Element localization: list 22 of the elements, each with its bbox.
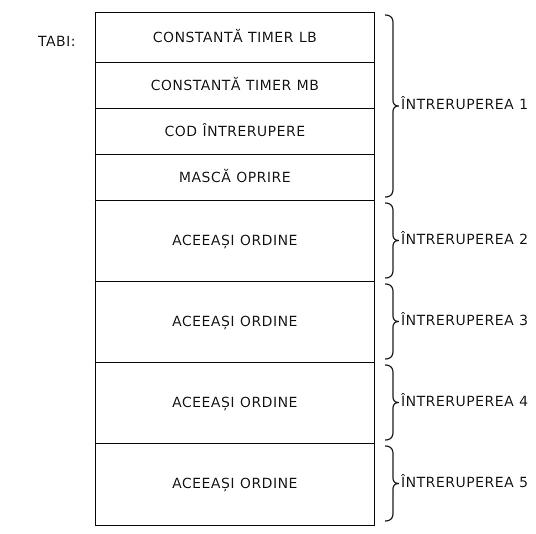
- table-label: TABI:: [38, 34, 76, 50]
- group-label: ÎNTRERUPEREA 4: [401, 394, 528, 410]
- group-label: ÎNTRERUPEREA 5: [401, 474, 528, 490]
- table-row: [95, 108, 375, 156]
- row-text: COD ÎNTRERUPERE: [164, 124, 306, 140]
- row-text: CONSTANTĂ TIMER LB: [152, 30, 318, 46]
- table-row: [95, 443, 375, 526]
- table-row: [95, 154, 375, 202]
- row-text: ACEEAȘI ORDINE: [172, 314, 298, 330]
- table-row: [95, 362, 375, 444]
- table-row: [95, 281, 375, 364]
- group-label: ÎNTRERUPEREA 1: [401, 97, 528, 113]
- row-text: CONSTANTĂ TIMER MB: [150, 78, 320, 94]
- group-label: ÎNTRERUPEREA 2: [401, 232, 528, 248]
- row-text: ACEEAȘI ORDINE: [172, 233, 298, 250]
- table-row: [95, 12, 375, 64]
- group-label: ÎNTRERUPEREA 3: [401, 312, 528, 328]
- table-row: [95, 200, 375, 282]
- row-text: ACEEAȘI ORDINE: [172, 476, 298, 492]
- table-row: [95, 62, 375, 110]
- row-text: ACEEAȘI ORDINE: [172, 395, 298, 412]
- row-text: MASCĂ OPRIRE: [178, 170, 292, 186]
